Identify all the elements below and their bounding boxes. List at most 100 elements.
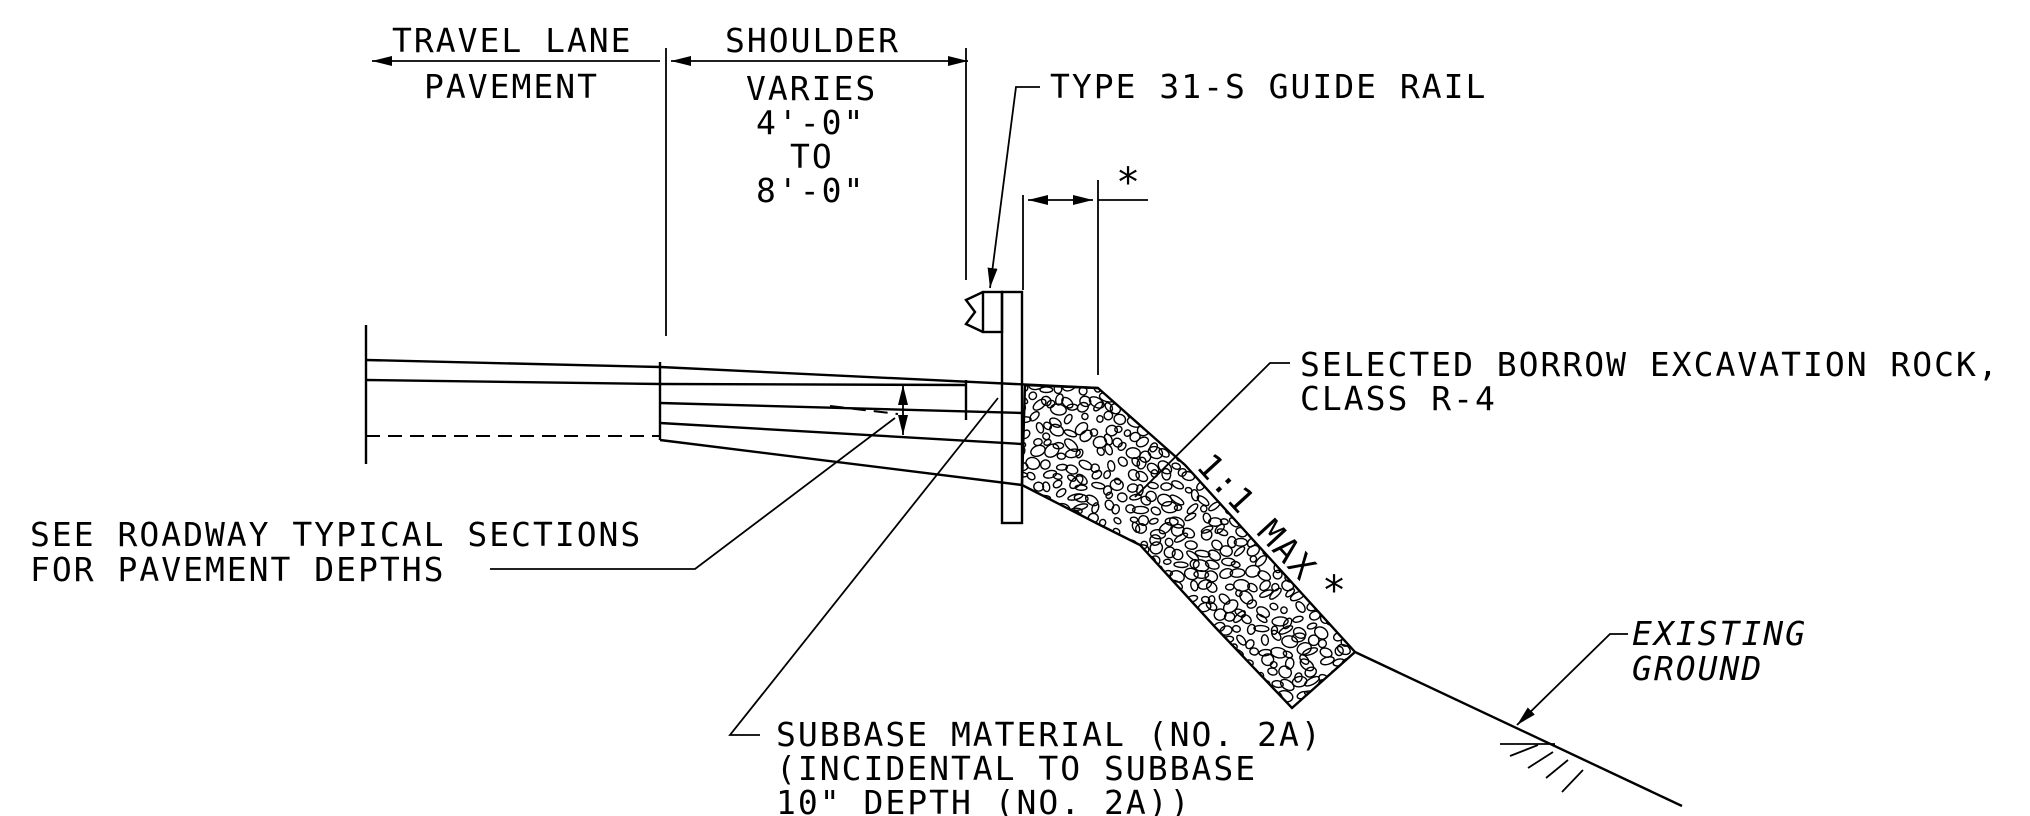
rock-stone	[1042, 481, 1051, 493]
rock-stone	[1160, 423, 1175, 435]
rock-stone	[1296, 456, 1305, 465]
rock-stone	[1149, 534, 1162, 546]
rock-stone	[1087, 525, 1097, 539]
rock-stone	[1149, 413, 1167, 428]
rock-stone	[1162, 434, 1175, 443]
rock-stone	[1049, 664, 1065, 679]
rock-stone	[1092, 595, 1101, 603]
rock-stone	[1114, 385, 1124, 392]
subbase-note-line1: SUBBASE MATERIAL (NO. 2A)	[776, 715, 1323, 754]
rock-stone	[1065, 603, 1076, 615]
rock-stone	[1138, 700, 1149, 708]
rock-stone	[1239, 456, 1257, 468]
rock-stone	[1178, 423, 1189, 434]
pavement-label: PAVEMENT	[424, 67, 599, 106]
rock-stone	[1354, 549, 1355, 562]
rock-stone	[1265, 407, 1279, 417]
rock-stone	[1332, 658, 1346, 667]
rock-stone	[1117, 441, 1127, 452]
rock-stone	[1061, 385, 1078, 392]
roadway-leader	[490, 417, 896, 570]
rock-stone	[1032, 700, 1042, 708]
rock-stone	[1073, 493, 1089, 503]
rock-stone	[1040, 605, 1052, 617]
varies-label: VARIES	[746, 69, 877, 108]
rock-stone	[1164, 537, 1174, 547]
rock-stone	[1070, 628, 1079, 636]
rock-stone	[1061, 396, 1074, 409]
rock-stone	[1098, 654, 1111, 666]
rock-stone	[1246, 599, 1258, 609]
rock-stone	[1221, 440, 1232, 448]
rock-stone	[1145, 490, 1157, 503]
rock-stone	[1221, 691, 1232, 701]
rock-stone	[1055, 648, 1066, 657]
rock-stone	[1113, 700, 1125, 708]
rock-stone	[1173, 561, 1189, 569]
rock-stone	[1248, 423, 1263, 436]
rock-stone	[1049, 541, 1065, 550]
rock-stone	[1351, 666, 1355, 677]
rock-stone	[1150, 565, 1163, 578]
rock-stone	[1030, 654, 1043, 663]
rock-stone	[1151, 621, 1160, 630]
rock-stone	[1259, 579, 1271, 592]
rock-stone	[1151, 404, 1160, 416]
rock-stone	[1208, 646, 1218, 655]
rock-stone	[1197, 579, 1213, 590]
rock-stone	[1337, 534, 1352, 546]
rock-stone	[1214, 424, 1225, 435]
rock-stone	[1231, 624, 1241, 633]
rock-stone	[1149, 529, 1167, 540]
rock-stone	[1292, 615, 1304, 623]
rock-stone	[1247, 582, 1258, 593]
rock-stone	[1206, 660, 1222, 673]
rock-stone	[1112, 437, 1123, 448]
rock-stone	[1125, 447, 1141, 460]
rock-stone	[1113, 579, 1123, 591]
rock-stone	[1045, 591, 1055, 601]
rock-stone	[1103, 410, 1114, 421]
rock-stone	[1271, 616, 1289, 627]
rock-stone	[1161, 500, 1178, 514]
rock-stone	[1348, 472, 1355, 483]
rock-stone	[1204, 559, 1220, 570]
rock-stone	[1084, 546, 1094, 558]
rock-stone	[1062, 680, 1076, 694]
pavement-section	[364, 325, 1099, 487]
rock-stone	[1329, 464, 1339, 472]
rock-stone	[1053, 693, 1067, 707]
rock-stone	[1277, 405, 1293, 414]
rock-stone	[1135, 578, 1146, 592]
rock-stone	[1044, 613, 1053, 623]
rock-stone	[1316, 437, 1333, 449]
rock-stone	[1255, 459, 1268, 469]
rock-stone	[1304, 666, 1317, 678]
rock-stone	[1245, 413, 1257, 423]
rock-stone	[1230, 560, 1241, 569]
rock-stone	[1022, 395, 1029, 405]
rock-stone	[1127, 701, 1141, 708]
rock-stone	[1354, 486, 1372, 503]
rock-stone	[1042, 432, 1051, 441]
rock-stone	[1022, 655, 1033, 666]
rock-stone	[1202, 512, 1212, 524]
rock-stone	[1351, 700, 1355, 708]
rock-stone	[1022, 440, 1027, 449]
rock-stone	[1113, 517, 1122, 525]
rock-stone	[1209, 391, 1221, 402]
rock-stone	[1149, 611, 1164, 625]
rock-stone	[1044, 630, 1058, 644]
rock-stone	[1329, 483, 1345, 492]
rock-stone	[1163, 587, 1175, 600]
existing-ground	[1354, 633, 1683, 808]
rock-stone	[1061, 691, 1075, 701]
rock-stone	[1070, 581, 1086, 597]
rock-stone	[1350, 512, 1355, 525]
rock-stone	[1319, 704, 1329, 708]
rock-stone	[1302, 647, 1319, 657]
rock-stone	[1308, 610, 1321, 621]
rock-stone	[1112, 622, 1129, 636]
rock-stone	[1219, 545, 1233, 557]
rock-stone	[1072, 503, 1089, 511]
